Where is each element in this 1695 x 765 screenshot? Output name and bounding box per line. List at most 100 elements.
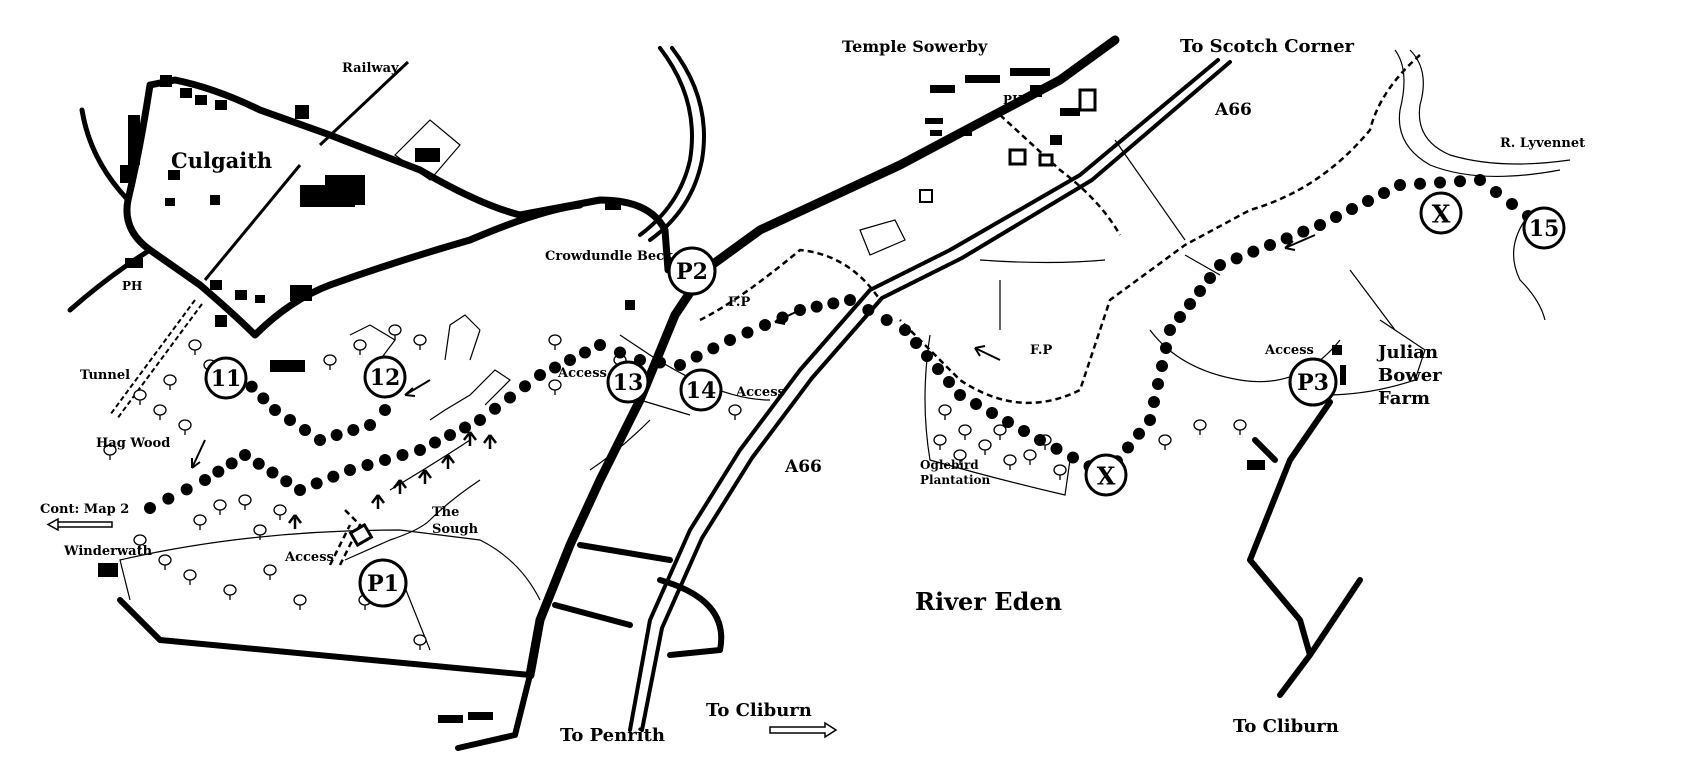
- route-dot: [1152, 378, 1164, 390]
- route-dot: [986, 407, 998, 419]
- a66-dual-b: [640, 60, 1232, 732]
- route-dot: [379, 454, 391, 466]
- route-dot: [314, 434, 326, 446]
- crossing-x-north-label: X: [1432, 200, 1451, 229]
- waypoint-15-label: 15: [1529, 216, 1560, 242]
- route-dot: [921, 350, 933, 362]
- tree-icon: [1003, 454, 1017, 470]
- footpath-label-west: F.P: [728, 295, 750, 310]
- tree-icon: [293, 594, 307, 610]
- tree-icon: [953, 449, 967, 465]
- route-dot: [910, 337, 922, 349]
- route-dot: [1156, 360, 1168, 372]
- route-dot: [1067, 451, 1079, 464]
- route-dot: [674, 359, 686, 371]
- route-dot: [1002, 416, 1014, 428]
- to-cliburn-label-east: To Cliburn: [1233, 716, 1339, 737]
- route-dot: [1133, 427, 1145, 440]
- route-dot: [549, 361, 561, 374]
- route-dot: [1230, 252, 1243, 265]
- route-dot: [1378, 187, 1390, 199]
- route-dot: [954, 389, 966, 401]
- tree-icon: [1193, 419, 1207, 435]
- route-dot: [690, 350, 703, 363]
- waypoint-11[interactable]: 11: [204, 356, 248, 400]
- tree-icon: [548, 334, 562, 350]
- tree-icon: [1053, 464, 1067, 480]
- route-dot: [862, 304, 875, 316]
- tree-icon: [388, 324, 402, 340]
- hag-wood-label: Hag Wood: [96, 436, 170, 451]
- tree-icon: [548, 379, 562, 395]
- route-dot: [1330, 211, 1342, 223]
- waypoint-15[interactable]: 15: [1522, 206, 1566, 250]
- old-a66-road: [525, 35, 1120, 680]
- footpaths: [328, 54, 1421, 566]
- parking-p3[interactable]: P3: [1288, 357, 1338, 407]
- julian-bower-label-3: Farm: [1378, 388, 1430, 409]
- tree-icon: [933, 434, 947, 450]
- route-dot: [364, 419, 376, 431]
- to-cliburn-label-west: To Cliburn: [706, 700, 812, 721]
- tree-icon: [1158, 434, 1172, 450]
- route-dot: [361, 459, 374, 471]
- route-dot: [245, 380, 258, 393]
- route-dot: [1394, 179, 1406, 191]
- buildings: [98, 68, 1346, 723]
- route-dot: [1050, 442, 1063, 455]
- culgaith-loop-road: [123, 76, 672, 339]
- railway: [109, 60, 410, 420]
- route-dot: [1160, 342, 1172, 354]
- route-dot: [741, 326, 754, 339]
- route-dot: [1434, 176, 1446, 189]
- tree-icon: [1233, 419, 1247, 435]
- river-eden-label: River Eden: [915, 587, 1062, 616]
- route-dot: [970, 398, 982, 410]
- waypoint-14[interactable]: 14: [679, 368, 723, 412]
- route-dot: [162, 492, 175, 505]
- route-dot: [1490, 186, 1502, 198]
- map-labels: Culgaith Railway Temple Sowerby PH To Sc…: [40, 36, 1585, 746]
- tree-icon: [153, 404, 167, 420]
- route-dot: [225, 457, 238, 470]
- tree-icon: [978, 439, 992, 455]
- culgaith-label: Culgaith: [171, 148, 272, 173]
- tree-icon: [728, 404, 742, 420]
- route-dot: [429, 436, 441, 449]
- route-dot: [759, 319, 771, 331]
- conifer-icon: [393, 479, 407, 494]
- route-dot: [724, 334, 736, 346]
- route-dot: [880, 314, 893, 326]
- continuation-label: Cont: Map 2: [40, 502, 129, 517]
- parking-p2[interactable]: P2: [667, 246, 717, 296]
- route-dot: [257, 392, 270, 405]
- tree-icon: [213, 499, 227, 515]
- waypoint-12[interactable]: 12: [363, 355, 407, 399]
- tree-icon: [158, 554, 172, 570]
- julian-bower-road: [1247, 399, 1363, 698]
- tree-icon: [188, 339, 202, 355]
- tree-icon: [993, 424, 1007, 440]
- tree-icon: [273, 504, 287, 520]
- route-dot: [844, 294, 856, 306]
- route-dot: [459, 421, 471, 434]
- waypoint-13[interactable]: 13: [606, 360, 650, 404]
- tree-icon: [958, 424, 972, 440]
- route-dot: [444, 429, 456, 441]
- parking-p1[interactable]: P1: [358, 558, 408, 608]
- crossing-x-north[interactable]: X: [1419, 191, 1463, 235]
- to-penrith-label: To Penrith: [560, 725, 665, 746]
- crossing-x-south[interactable]: X: [1084, 453, 1128, 497]
- continuation-arrow-icon: [46, 517, 113, 532]
- route-dot: [266, 466, 279, 479]
- route-dot: [344, 464, 356, 476]
- tree-icon: [193, 514, 207, 530]
- route-dot: [396, 449, 409, 461]
- tree-icon: [1023, 449, 1037, 465]
- roads: [67, 35, 1363, 751]
- route-dot: [932, 363, 944, 375]
- route-dot: [330, 429, 343, 441]
- direction-arrows: [191, 234, 1316, 469]
- tree-icon: [223, 584, 237, 600]
- tree-icon: [263, 564, 277, 580]
